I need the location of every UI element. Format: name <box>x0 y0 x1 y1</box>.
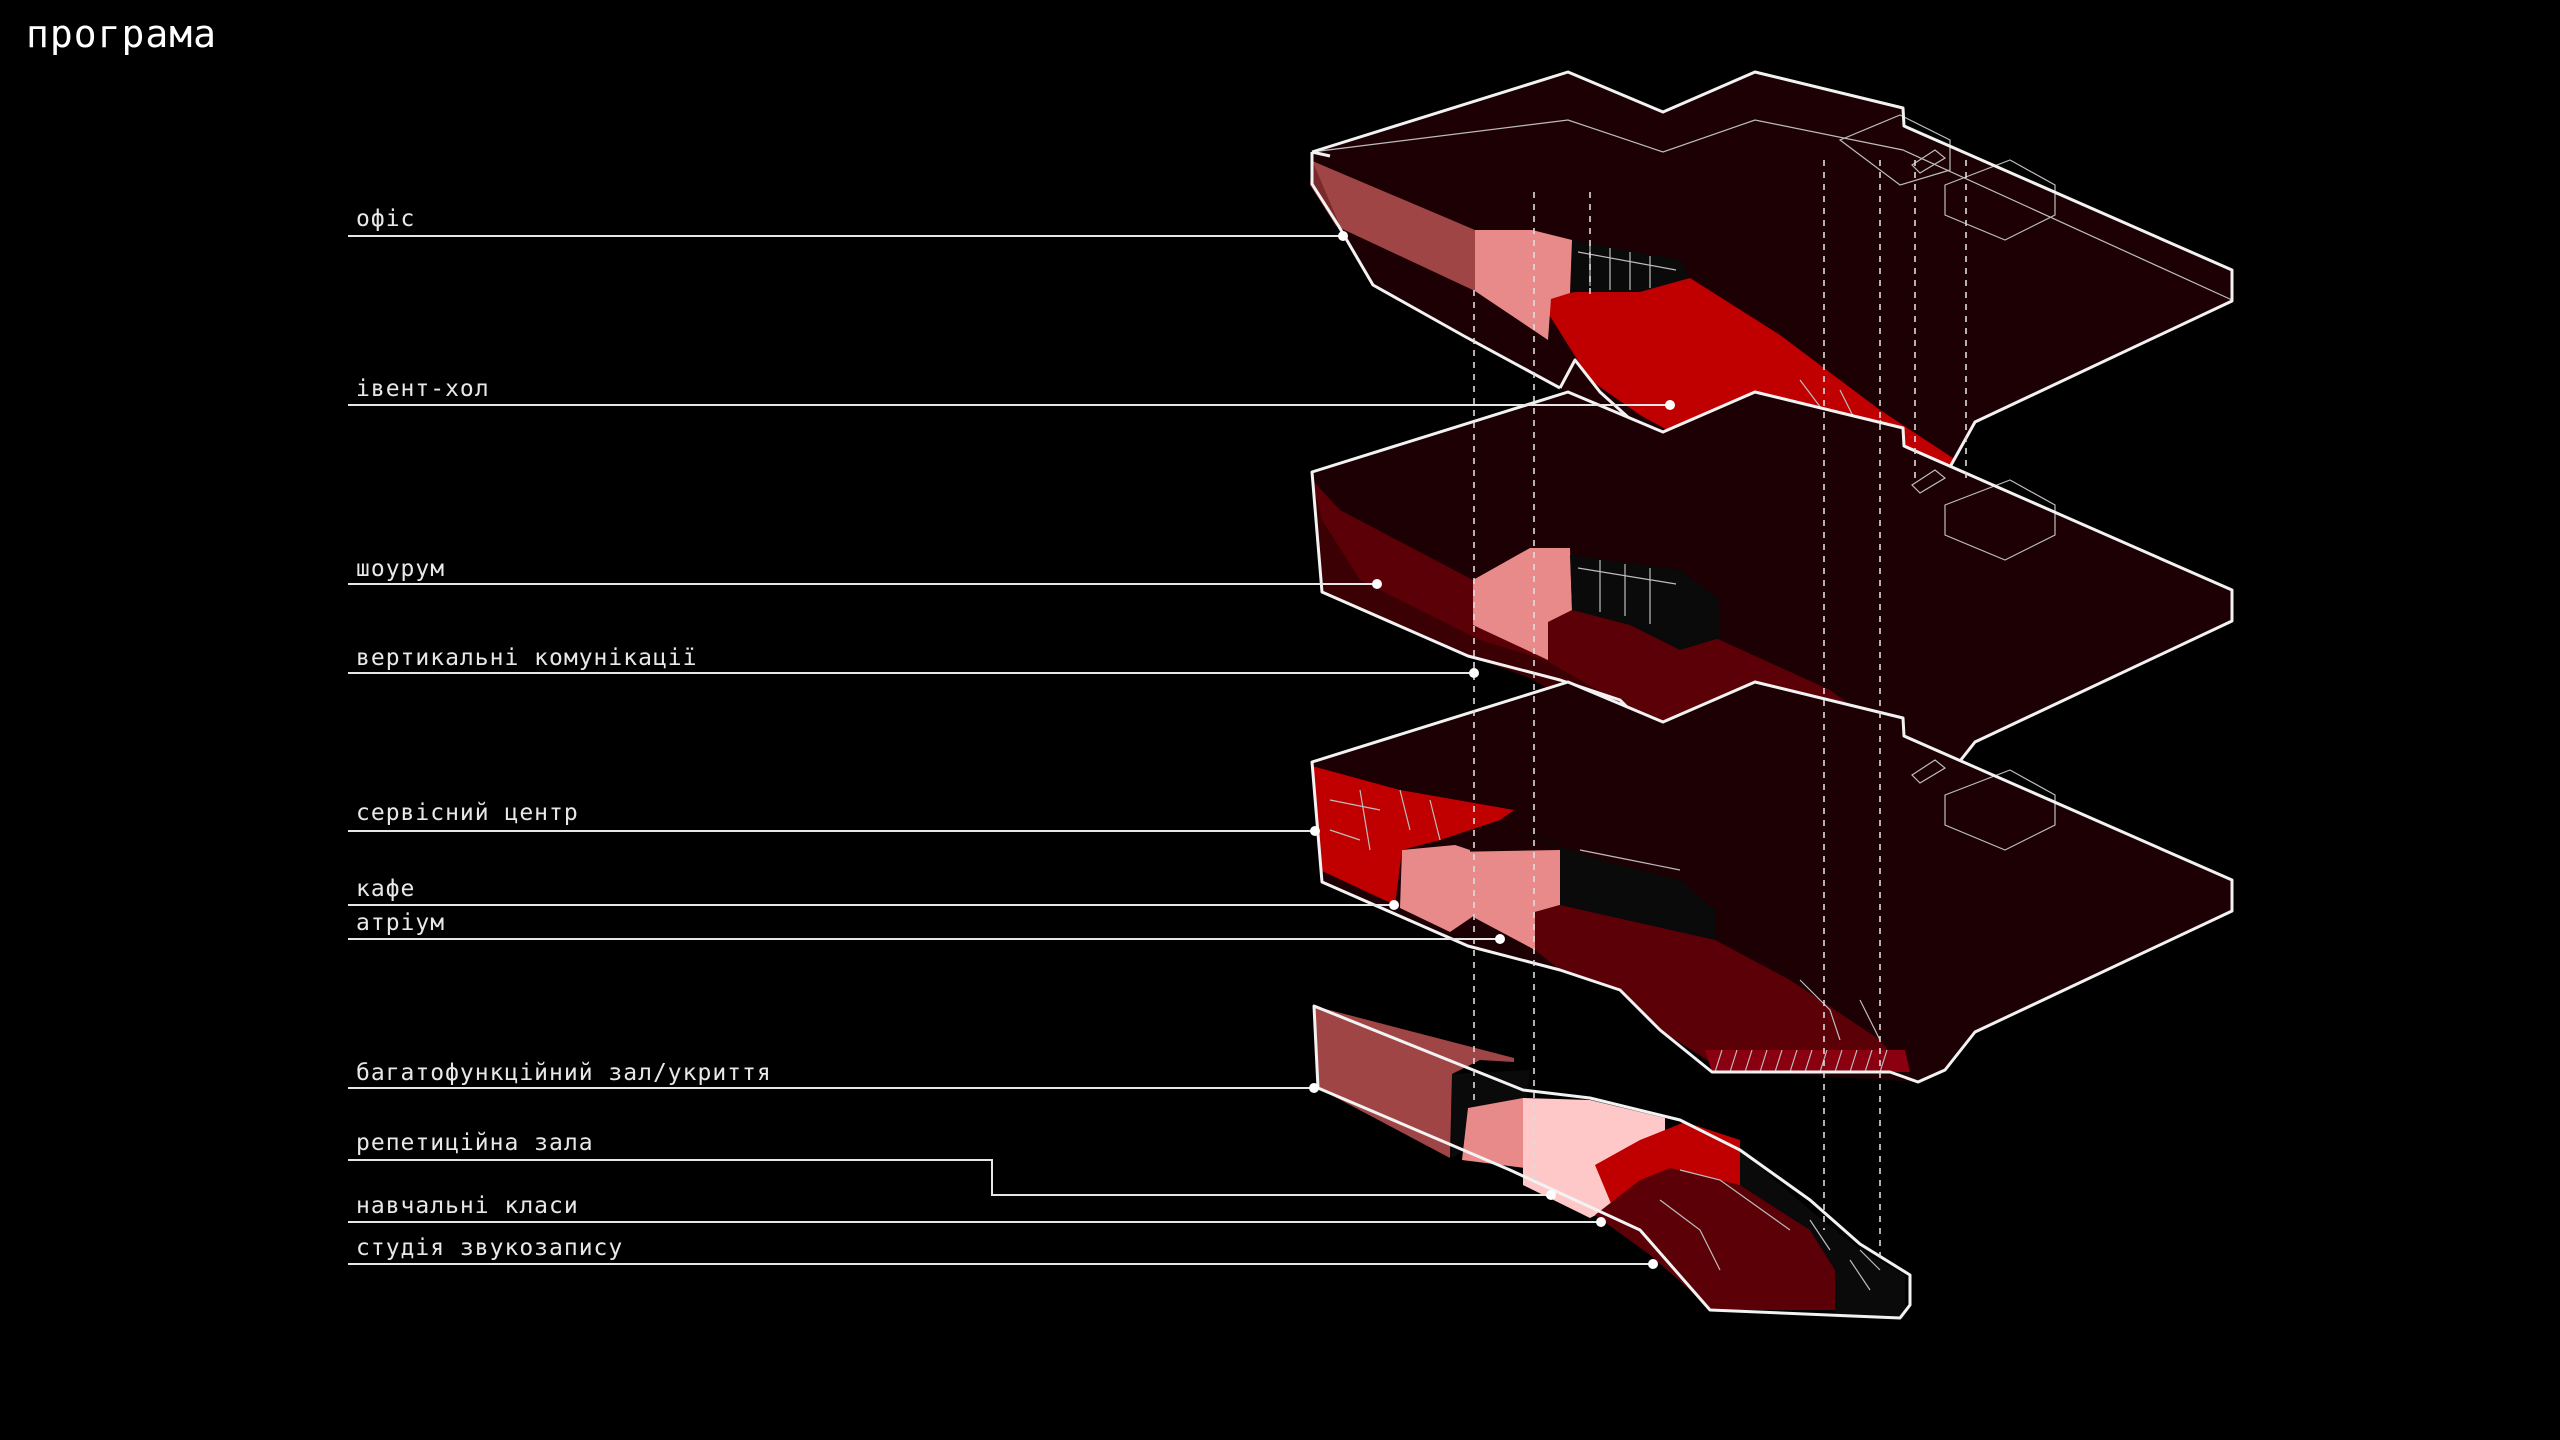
label-atrium: атріум <box>356 910 445 936</box>
marker-classrooms <box>1596 1217 1606 1227</box>
label-showroom: шоурум <box>356 556 445 582</box>
marker-office <box>1338 231 1348 241</box>
marker-rehearsal-hall <box>1546 1190 1556 1200</box>
label-cafe: кафе <box>356 876 415 902</box>
floor-1-studio <box>1595 1168 1835 1310</box>
marker-service-center <box>1310 826 1320 836</box>
label-recording-studio: студія звукозапису <box>356 1235 623 1261</box>
label-rehearsal-hall: репетиційна зала <box>356 1130 594 1156</box>
marker-event-hall <box>1665 400 1675 410</box>
floor-2 <box>1312 682 2232 1082</box>
label-vertical-communications: вертикальні комунікації <box>356 645 698 671</box>
marker-atrium <box>1495 934 1505 944</box>
label-event-hall: івент-хол <box>356 376 490 402</box>
label-classrooms: навчальні класи <box>356 1193 579 1219</box>
marker-showroom <box>1372 579 1382 589</box>
marker-recording-studio <box>1648 1259 1658 1269</box>
marker-cafe <box>1389 900 1399 910</box>
marker-multipurpose-hall <box>1309 1083 1319 1093</box>
label-service-center: сервісний центр <box>356 800 579 826</box>
marker-vertical-communications <box>1469 668 1479 678</box>
label-multipurpose-hall: багатофункційний зал/укриття <box>356 1060 772 1086</box>
label-office: офіс <box>356 206 415 232</box>
floor-1-atrium <box>1462 1098 1525 1168</box>
